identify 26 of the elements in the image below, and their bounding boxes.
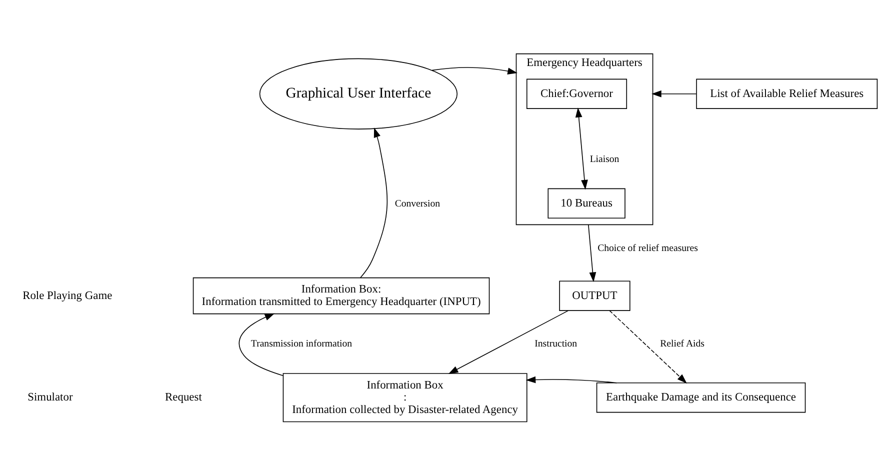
edge-label: Instruction	[534, 338, 578, 350]
node-box: Information Box: Information transmitted to Emergency Headquarter (INPUT)	[192, 277, 490, 314]
edge-label: Transmission information	[250, 338, 352, 350]
arrow	[526, 376, 618, 384]
arrow	[652, 90, 697, 98]
node-box: 10 Bureaus	[548, 188, 626, 219]
arrow	[360, 128, 388, 278]
edge-label: Liaison	[590, 154, 620, 165]
arrow	[575, 108, 588, 190]
label: Role Playing Game	[22, 290, 112, 302]
edge-label: Relief Aids	[660, 338, 704, 350]
node-box: Earthquake Damage and its Consequence	[596, 382, 806, 413]
arrow	[448, 310, 569, 374]
label: Request	[165, 392, 202, 404]
edge-label: Conversion	[394, 198, 440, 210]
edge-label: Choice of relief measures	[598, 242, 698, 254]
node-box: Chief:Governor	[526, 78, 628, 109]
arrow	[588, 224, 596, 282]
arrow	[432, 67, 518, 74]
node-box: List of Available Relief Measures	[696, 78, 878, 109]
node-box: Information Box : Information collected by Disaster-related Agency	[282, 373, 528, 422]
arrow	[238, 313, 284, 376]
node-box: OUTPUT	[559, 280, 630, 311]
arrow	[609, 310, 687, 384]
label: Simulator	[28, 392, 73, 404]
node-ellipse: Graphical User Interface	[259, 58, 458, 130]
